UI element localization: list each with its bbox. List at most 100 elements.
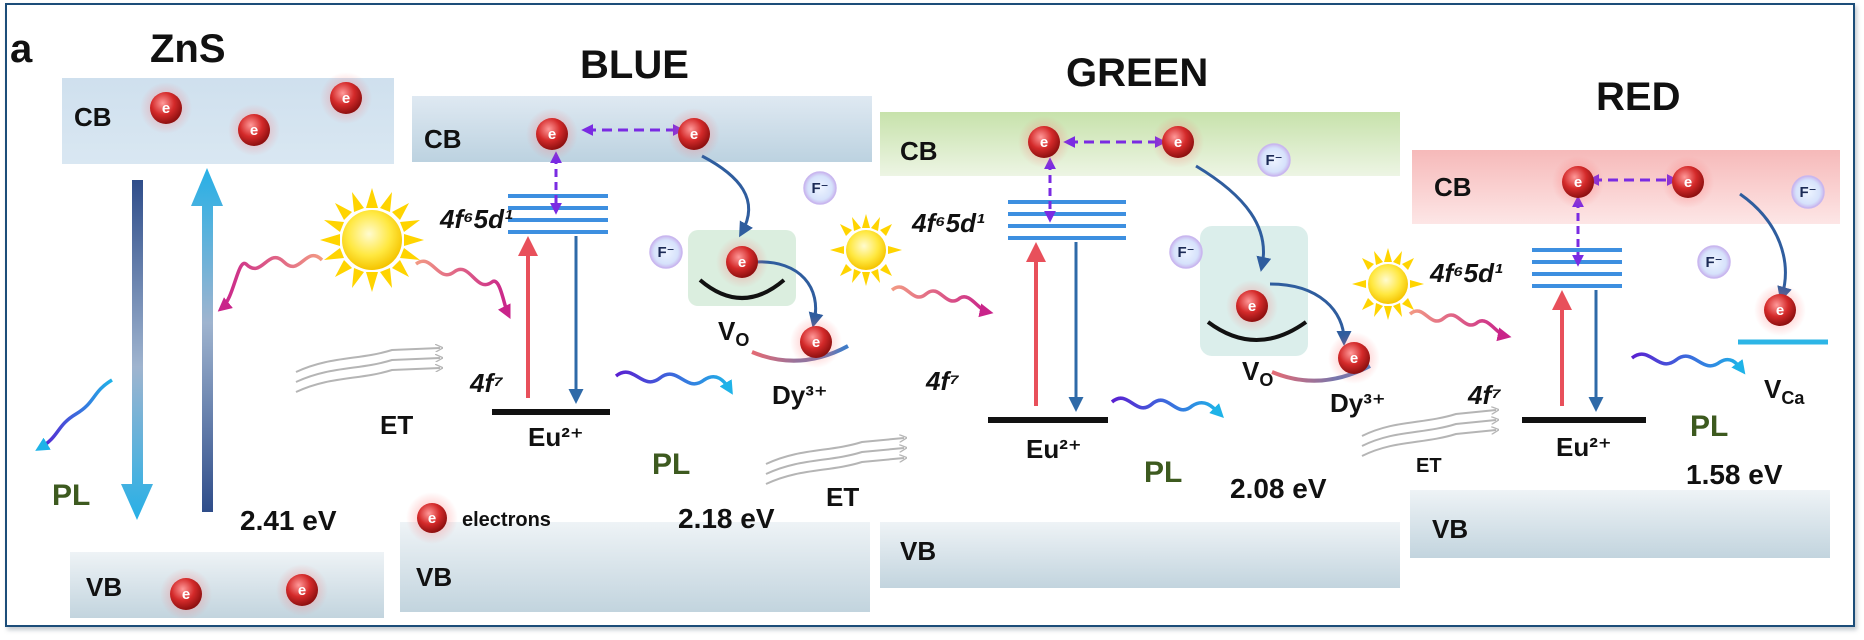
blue-vb-label: VB — [416, 562, 452, 592]
electron-icon: e — [1226, 280, 1278, 332]
zns-section: ZnS CB VB PL 2.41 eV — [35, 27, 394, 618]
fluoride-ion-icon: F⁻ — [649, 235, 683, 269]
blue-trap-ion-label: Dy³⁺ — [772, 380, 828, 410]
green-lower-level-label: 4f⁷ — [925, 366, 959, 396]
green-title: GREEN — [1066, 51, 1208, 95]
zns-vb-band — [70, 552, 384, 618]
blue-vb-band — [400, 522, 870, 612]
fluoride-ion-icon: F⁻ — [1791, 175, 1825, 209]
electron-symbol: e — [1574, 174, 1582, 191]
sun-icon-1 — [320, 188, 424, 292]
electron-symbol: e — [1776, 302, 1784, 319]
electron-icon: e — [1152, 116, 1204, 168]
green-vb-band — [880, 522, 1400, 588]
electron-icon: e — [228, 104, 280, 156]
fluoride-symbol: F⁻ — [1799, 184, 1816, 201]
panel-label: a — [10, 27, 33, 71]
blue-pl-label: PL — [652, 448, 690, 481]
sun-wave-left — [217, 253, 324, 312]
electron-symbol: e — [1350, 350, 1358, 367]
electron-icon: e — [526, 108, 578, 160]
blue-upper-level-label: 4f⁶5d¹ — [439, 204, 513, 234]
electron-symbol: e — [1684, 174, 1692, 191]
fluoride-ion-icon: F⁻ — [1257, 143, 1291, 177]
red-cb-label: CB — [1434, 172, 1472, 202]
electron-icon: e — [1018, 116, 1070, 168]
zns-excitation-arrow — [191, 168, 223, 512]
zns-vb-label: VB — [86, 572, 122, 602]
legend-electrons-label: electrons — [462, 509, 551, 531]
red-vb-band — [1410, 490, 1830, 558]
green-pl-label: PL — [1144, 456, 1182, 489]
electron-icon: e — [1662, 156, 1714, 208]
green-cb-label: CB — [900, 136, 938, 166]
green-trap-ion-label: Dy³⁺ — [1330, 388, 1386, 418]
electron-symbol: e — [548, 126, 556, 143]
blue-trap-well — [698, 278, 786, 300]
legend-electron-symbol: e — [428, 510, 436, 527]
electron-symbol: e — [690, 126, 698, 143]
legend-electron-icon — [417, 503, 447, 533]
zns-recombination-arrow — [121, 180, 153, 520]
red-vb-label: VB — [1432, 514, 1468, 544]
green-defect-label: VO — [1242, 356, 1273, 390]
fluoride-ion-icon: F⁻ — [1697, 245, 1731, 279]
red-section: RED CB VB 4f⁶5d¹ 4f⁷ Eu²⁺ VCa PL 1.58 eV — [1410, 75, 1840, 558]
sun-icon-2 — [830, 214, 902, 286]
red-gap-label: 1.58 eV — [1686, 459, 1783, 490]
zns-title: ZnS — [150, 27, 226, 71]
sun-wave-blue — [890, 285, 994, 318]
blue-ion-label: Eu²⁺ — [528, 422, 584, 452]
red-title: RED — [1596, 75, 1680, 119]
sun-icon-3 — [1352, 248, 1424, 320]
et-waves-3 — [1361, 410, 1496, 457]
blue-et-left-label: ET — [380, 410, 413, 440]
blue-title: BLUE — [580, 43, 689, 87]
fluoride-symbol: F⁻ — [1265, 152, 1282, 169]
electron-icon: e — [140, 82, 192, 134]
fluoride-ion-icon: F⁻ — [1169, 235, 1203, 269]
et-waves-2 — [765, 438, 904, 485]
green-et-label: ET — [1416, 455, 1442, 477]
electron-icon: e — [716, 236, 768, 288]
red-upper-level-label: 4f⁶5d¹ — [1429, 258, 1503, 288]
green-section: GREEN CB VB 4f⁶5d¹ 4f⁷ Eu²⁺ VO Dy³⁺ ET P… — [880, 51, 1442, 588]
electron-symbol: e — [812, 334, 820, 351]
electron-symbol: e — [1248, 298, 1256, 315]
blue-section: BLUE CB VB 4f⁶5d¹ 4f⁷ Eu²⁺ VO Dy³⁺ ET ET… — [380, 43, 872, 612]
electron-icon: e — [668, 108, 720, 160]
red-cb-band — [1412, 150, 1840, 224]
green-trap-curved-arrow — [1195, 164, 1272, 272]
green-gap-label: 2.08 eV — [1230, 473, 1327, 504]
green-vb-label: VB — [900, 536, 936, 566]
fluoride-ion-icon: F⁻ — [803, 171, 837, 205]
electron-icon: e — [1328, 332, 1380, 384]
green-cb-band — [880, 112, 1400, 176]
blue-cb-label: CB — [424, 124, 462, 154]
fluoride-symbol: F⁻ — [1177, 244, 1194, 261]
green-upper-level-label: 4f⁶5d¹ — [911, 208, 985, 238]
blue-et-right-label: ET — [826, 482, 859, 512]
red-pl-wave — [1630, 352, 1746, 375]
electron-symbol: e — [250, 122, 258, 139]
blue-dy-curved-arrow — [755, 260, 824, 328]
electron-icon: e — [320, 72, 372, 124]
electron-symbol: e — [738, 254, 746, 271]
red-pl-label: PL — [1690, 410, 1728, 443]
legend: e electrons — [406, 492, 551, 544]
electron-icon: e — [1552, 156, 1604, 208]
zns-pl-wave — [35, 378, 113, 451]
blue-lower-level-label: 4f⁷ — [469, 368, 503, 398]
blue-trap-curved-arrow — [701, 154, 753, 238]
fluoride-symbol: F⁻ — [811, 180, 828, 197]
fluoride-symbol: F⁻ — [657, 244, 674, 261]
blue-gap-label: 2.18 eV — [678, 503, 775, 534]
electron-icon: e — [160, 568, 212, 620]
electron-symbol: e — [1040, 134, 1048, 151]
zns-gap-label: 2.41 eV — [240, 505, 337, 536]
et-waves-1 — [295, 348, 440, 393]
electron-icon: e — [276, 564, 328, 616]
green-ion-label: Eu²⁺ — [1026, 434, 1082, 464]
red-ion-label: Eu²⁺ — [1556, 432, 1612, 462]
zns-cb-label: CB — [74, 102, 112, 132]
